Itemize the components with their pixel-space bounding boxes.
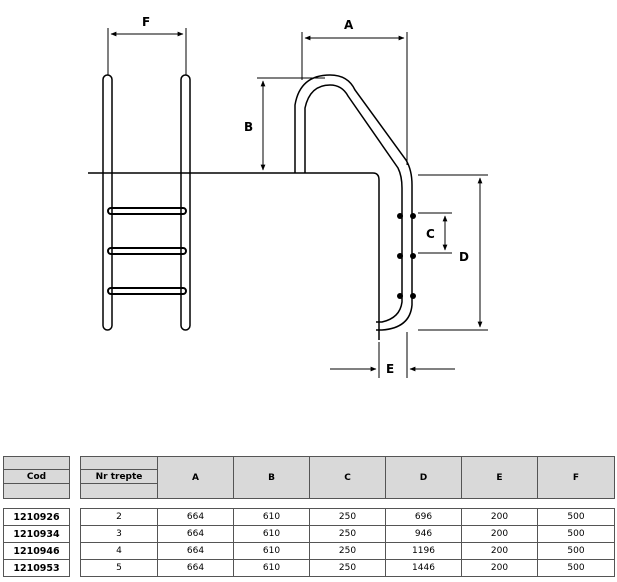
value-cell-b: 610 (233, 525, 310, 543)
code-cell: 1210934 (3, 525, 70, 543)
spec-header-table: A B C D E F Nr trepte (80, 456, 615, 499)
label-a: A (344, 18, 354, 32)
dimension-a (301, 32, 408, 165)
side-view-ladder (294, 74, 413, 331)
value-cell-d: 696 (385, 508, 462, 526)
value-cell-c: 250 (309, 542, 386, 560)
column-header-a: A (157, 456, 234, 499)
pool-edge (88, 172, 380, 340)
table-row: 5 664 610 250 1446 200 500 (80, 559, 615, 577)
value-cell-e: 200 (461, 525, 538, 543)
steps-cell: 2 (80, 508, 158, 526)
value-cell-c: 250 (309, 559, 386, 577)
column-header-d: D (385, 456, 462, 499)
code-cell: 1210953 (3, 559, 70, 577)
value-cell-b: 610 (233, 508, 310, 526)
value-cell-c: 250 (309, 525, 386, 543)
value-cell-e: 200 (461, 542, 538, 560)
value-cell-b: 610 (233, 559, 310, 577)
front-view-ladder (102, 74, 191, 331)
column-header-f: F (537, 456, 615, 499)
value-cell-a: 664 (157, 508, 234, 526)
column-header-e: E (461, 456, 538, 499)
value-cell-d: 1196 (385, 542, 462, 560)
table-row: 2 664 610 250 696 200 500 (80, 508, 615, 526)
code-data-table: 1210926 1210934 1210946 1210953 (3, 508, 70, 577)
value-cell-f: 500 (537, 525, 615, 543)
code-cell: 1210946 (3, 542, 70, 560)
value-cell-c: 250 (309, 508, 386, 526)
ladder-diagram: F A B C D (88, 15, 488, 378)
column-header-c: C (309, 456, 386, 499)
value-cell-a: 664 (157, 559, 234, 577)
label-d: D (459, 250, 469, 264)
code-header: Cod (3, 469, 70, 484)
value-cell-f: 500 (537, 542, 615, 560)
steps-header: Nr trepte (80, 469, 158, 484)
label-b: B (244, 120, 253, 134)
step-bolts (397, 213, 416, 299)
dimension-c (418, 212, 452, 254)
code-cell: 1210926 (3, 508, 70, 526)
label-e: E (386, 362, 394, 376)
value-cell-a: 664 (157, 525, 234, 543)
value-cell-f: 500 (537, 508, 615, 526)
steps-cell: 3 (80, 525, 158, 543)
label-c: C (426, 227, 435, 241)
value-cell-e: 200 (461, 559, 538, 577)
code-header-table: Cod (3, 456, 70, 499)
dimension-f (107, 28, 187, 75)
value-cell-b: 610 (233, 542, 310, 560)
value-cell-d: 946 (385, 525, 462, 543)
value-cell-f: 500 (537, 559, 615, 577)
value-cell-d: 1446 (385, 559, 462, 577)
dimension-b (257, 77, 325, 174)
label-f: F (142, 15, 150, 29)
column-header-b: B (233, 456, 310, 499)
dimension-e (330, 332, 455, 378)
value-cell-e: 200 (461, 508, 538, 526)
value-cell-a: 664 (157, 542, 234, 560)
table-row: 4 664 610 250 1196 200 500 (80, 542, 615, 560)
dimension-d (418, 174, 488, 331)
spec-data-table: 2 664 610 250 696 200 500 3 664 610 250 … (80, 508, 615, 577)
steps-cell: 4 (80, 542, 158, 560)
steps-cell: 5 (80, 559, 158, 577)
table-row: 3 664 610 250 946 200 500 (80, 525, 615, 543)
